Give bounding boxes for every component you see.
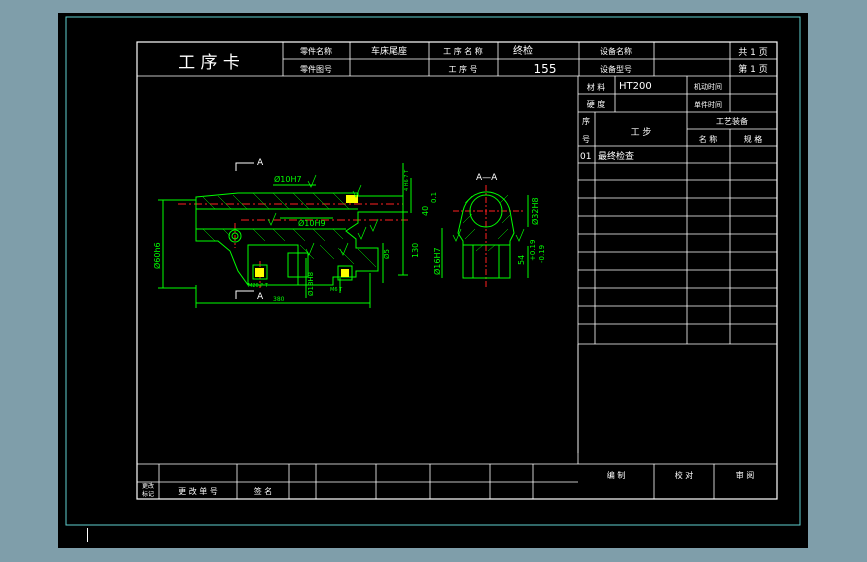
change-mark-bottom: 标记	[142, 490, 154, 498]
step-row-seq: 01	[580, 152, 591, 162]
footer-block	[137, 463, 777, 499]
dim-dia-5: Ø5	[383, 249, 391, 259]
process-number-label: 工 序 号	[448, 64, 477, 74]
compile-label: 编 制	[607, 470, 626, 480]
dim-bore-h9: Ø10H9	[298, 218, 326, 228]
signature-label: 签 名	[254, 486, 273, 496]
cursor-caret	[87, 528, 88, 542]
dim-tol-4: 4 H6 7 T	[404, 169, 410, 191]
dim-offset-40: 40	[421, 206, 430, 216]
card-title: 工 序 卡	[178, 53, 240, 73]
dim-54: 54	[517, 255, 526, 265]
drawing-canvas: 工 序 卡 零件名称 车床尾座 零件图号 工 序 名 称 终检 工 序 号 15…	[58, 13, 808, 548]
section-arrow-top-label: A	[257, 158, 264, 168]
title-block	[137, 42, 777, 77]
check-label: 校 对	[675, 470, 694, 480]
section-a-view	[441, 185, 529, 288]
change-doc-label: 更 改 单 号	[178, 486, 218, 496]
page-border	[65, 16, 801, 526]
part-name-value: 车床尾座	[371, 45, 407, 57]
total-pages: 共 1 页	[738, 47, 767, 58]
equipment-name-label: 设备名称	[600, 46, 632, 56]
section-title: A—A	[476, 173, 498, 183]
dim-dia-18: Ø18H8	[307, 272, 315, 296]
part-main-view	[158, 162, 412, 308]
name-label: 名 称	[699, 134, 718, 144]
step-row-desc: 最终检查	[598, 150, 634, 162]
process-name-value: 终检	[513, 44, 533, 57]
process-card-drawing: 工 序 卡 零件名称 车床尾座 零件图号 工 序 名 称 终检 工 序 号 15…	[65, 16, 801, 526]
review-label: 审 阅	[736, 470, 755, 480]
machine-time-label: 机动时间	[694, 82, 722, 91]
equipment-label: 工艺装备	[716, 116, 748, 126]
steps-table	[578, 112, 777, 345]
dim-dia-16: Ø16H7	[432, 247, 442, 275]
material-table	[577, 76, 777, 453]
material-label: 材 料	[587, 82, 606, 92]
dim-depth-130: 130	[411, 243, 420, 258]
dim-bore-h7: Ø10H7	[274, 174, 302, 184]
dim-length-380: 380	[273, 296, 285, 303]
material-value: HT200	[619, 81, 652, 92]
unit-time-label: 单件时间	[694, 100, 722, 109]
part-name-label: 零件名称	[300, 46, 332, 56]
dim-tol-019b: -0.19	[538, 245, 546, 263]
spec-label: 规 格	[744, 134, 763, 144]
change-mark-top: 更改	[142, 482, 154, 490]
surface-finish-symbols	[267, 174, 525, 256]
dim-dia-h6: Ø60h6	[152, 242, 162, 269]
dim-tol-01: 0.1	[430, 192, 438, 203]
equipment-number-label: 设备型号	[600, 64, 632, 74]
section-arrow-bottom-label: A	[257, 292, 264, 302]
page-number: 第 1 页	[738, 63, 767, 75]
process-name-label: 工 序 名 称	[443, 46, 483, 56]
seq-label-top: 序	[582, 116, 590, 126]
main-frame	[136, 41, 778, 500]
seq-label-bottom: 号	[582, 135, 590, 144]
hardness-label: 硬 度	[587, 99, 606, 109]
process-number-value: 155	[534, 62, 557, 76]
step-label: 工 步	[631, 127, 652, 138]
dim-note-small-b: M6 T	[330, 287, 343, 293]
dim-note-small-a: M20 P T	[248, 283, 269, 289]
part-number-label: 零件图号	[300, 64, 332, 74]
dim-dia-32: Ø32H8	[530, 197, 540, 225]
drawing-labels: A A A—A Ø10H7 Ø10H9 Ø60h6 130 380 Ø5 Ø18…	[152, 158, 546, 303]
dim-tol-019a: +0.19	[529, 240, 537, 261]
